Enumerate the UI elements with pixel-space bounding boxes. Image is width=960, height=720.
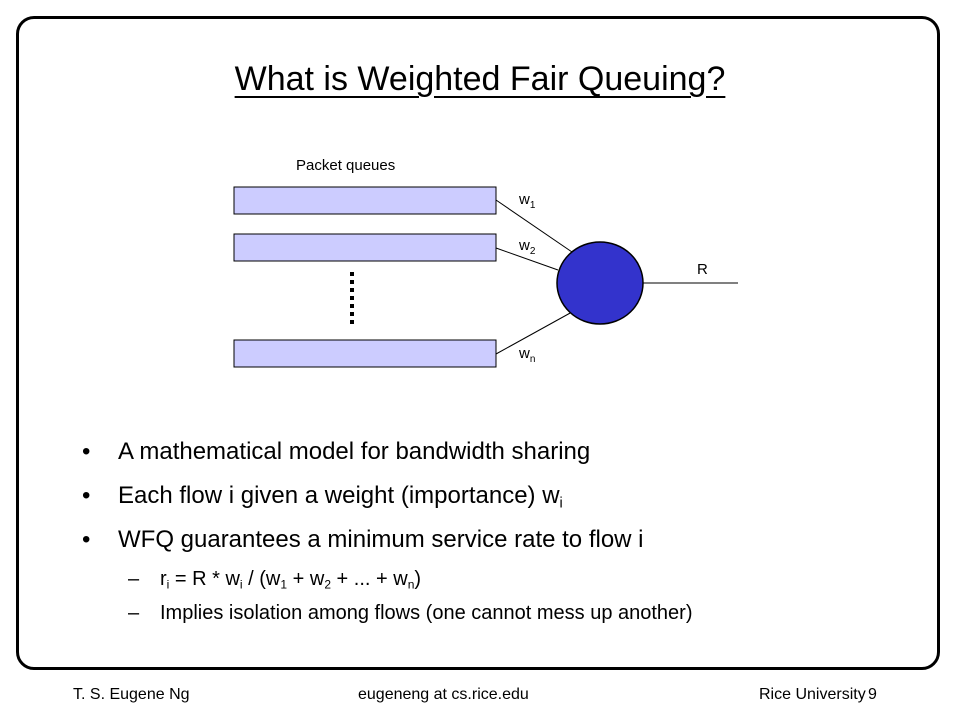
formula-plus2: + ... + w: [331, 568, 408, 590]
scheduler-node: [556, 241, 644, 325]
packet-queue-2: [233, 233, 497, 262]
rate-label: R: [697, 261, 708, 278]
weight-label-1: w1: [518, 191, 536, 211]
slide-frame: [16, 16, 940, 670]
footer-author: T. S. Eugene Ng: [73, 686, 190, 703]
footer-email: eugeneng at cs.rice.edu: [358, 686, 529, 703]
packet-queue-1: [233, 186, 497, 215]
slide-title: What is Weighted Fair Queuing?: [234, 60, 726, 98]
packet-queues-label: Packet queues: [296, 157, 395, 174]
bullet-list: • A mathematical model for bandwidth sha…: [82, 430, 912, 630]
bullet-item: • A mathematical model for bandwidth sha…: [82, 430, 912, 474]
bullet-dot: •: [82, 526, 91, 553]
bullet-dot: •: [82, 438, 91, 465]
weight-label-2: w2: [518, 237, 536, 257]
formula-r-sub: i: [166, 577, 170, 592]
formula-r: r: [160, 568, 167, 590]
weight-label-n: wn: [518, 345, 535, 365]
link-queue-n: [495, 311, 573, 355]
formula-subbullet: – ri = R * wi / (w1 + w2 + ... + wn): [82, 562, 912, 596]
dash-marker: –: [128, 568, 140, 590]
formula-close: ): [414, 568, 422, 590]
formula-wn-sub: n: [407, 577, 415, 592]
bullet-item: • WFQ guarantees a minimum service rate …: [82, 518, 912, 562]
formula-w1-sub: 1: [280, 577, 288, 592]
footer-page-number: 9: [868, 686, 877, 703]
isolation-subbullet: – Implies isolation among flows (one can…: [82, 596, 912, 630]
formula-w2-sub: 2: [324, 577, 331, 592]
isolation-text: Implies isolation among flows (one canno…: [160, 602, 693, 624]
bullet-text: A mathematical model for bandwidth shari…: [118, 438, 591, 465]
link-queue-1: [495, 199, 573, 253]
formula-plus1: + w: [287, 568, 325, 590]
bullet-subscript: i: [559, 495, 563, 512]
dash-marker: –: [128, 602, 140, 624]
footer-institution: Rice University: [759, 686, 866, 703]
packet-queue-n: [233, 339, 497, 368]
link-queue-2: [495, 247, 559, 271]
formula-eq: = R * w: [169, 568, 240, 590]
bullet-text: Each flow i given a weight (importance) …: [118, 482, 560, 509]
formula-div: / (w: [242, 568, 281, 590]
bullet-dot: •: [82, 482, 91, 509]
bullet-item: • Each flow i given a weight (importance…: [82, 474, 912, 518]
bullet-text: WFQ guarantees a minimum service rate to…: [118, 526, 644, 553]
formula-wi-sub: i: [239, 577, 243, 592]
